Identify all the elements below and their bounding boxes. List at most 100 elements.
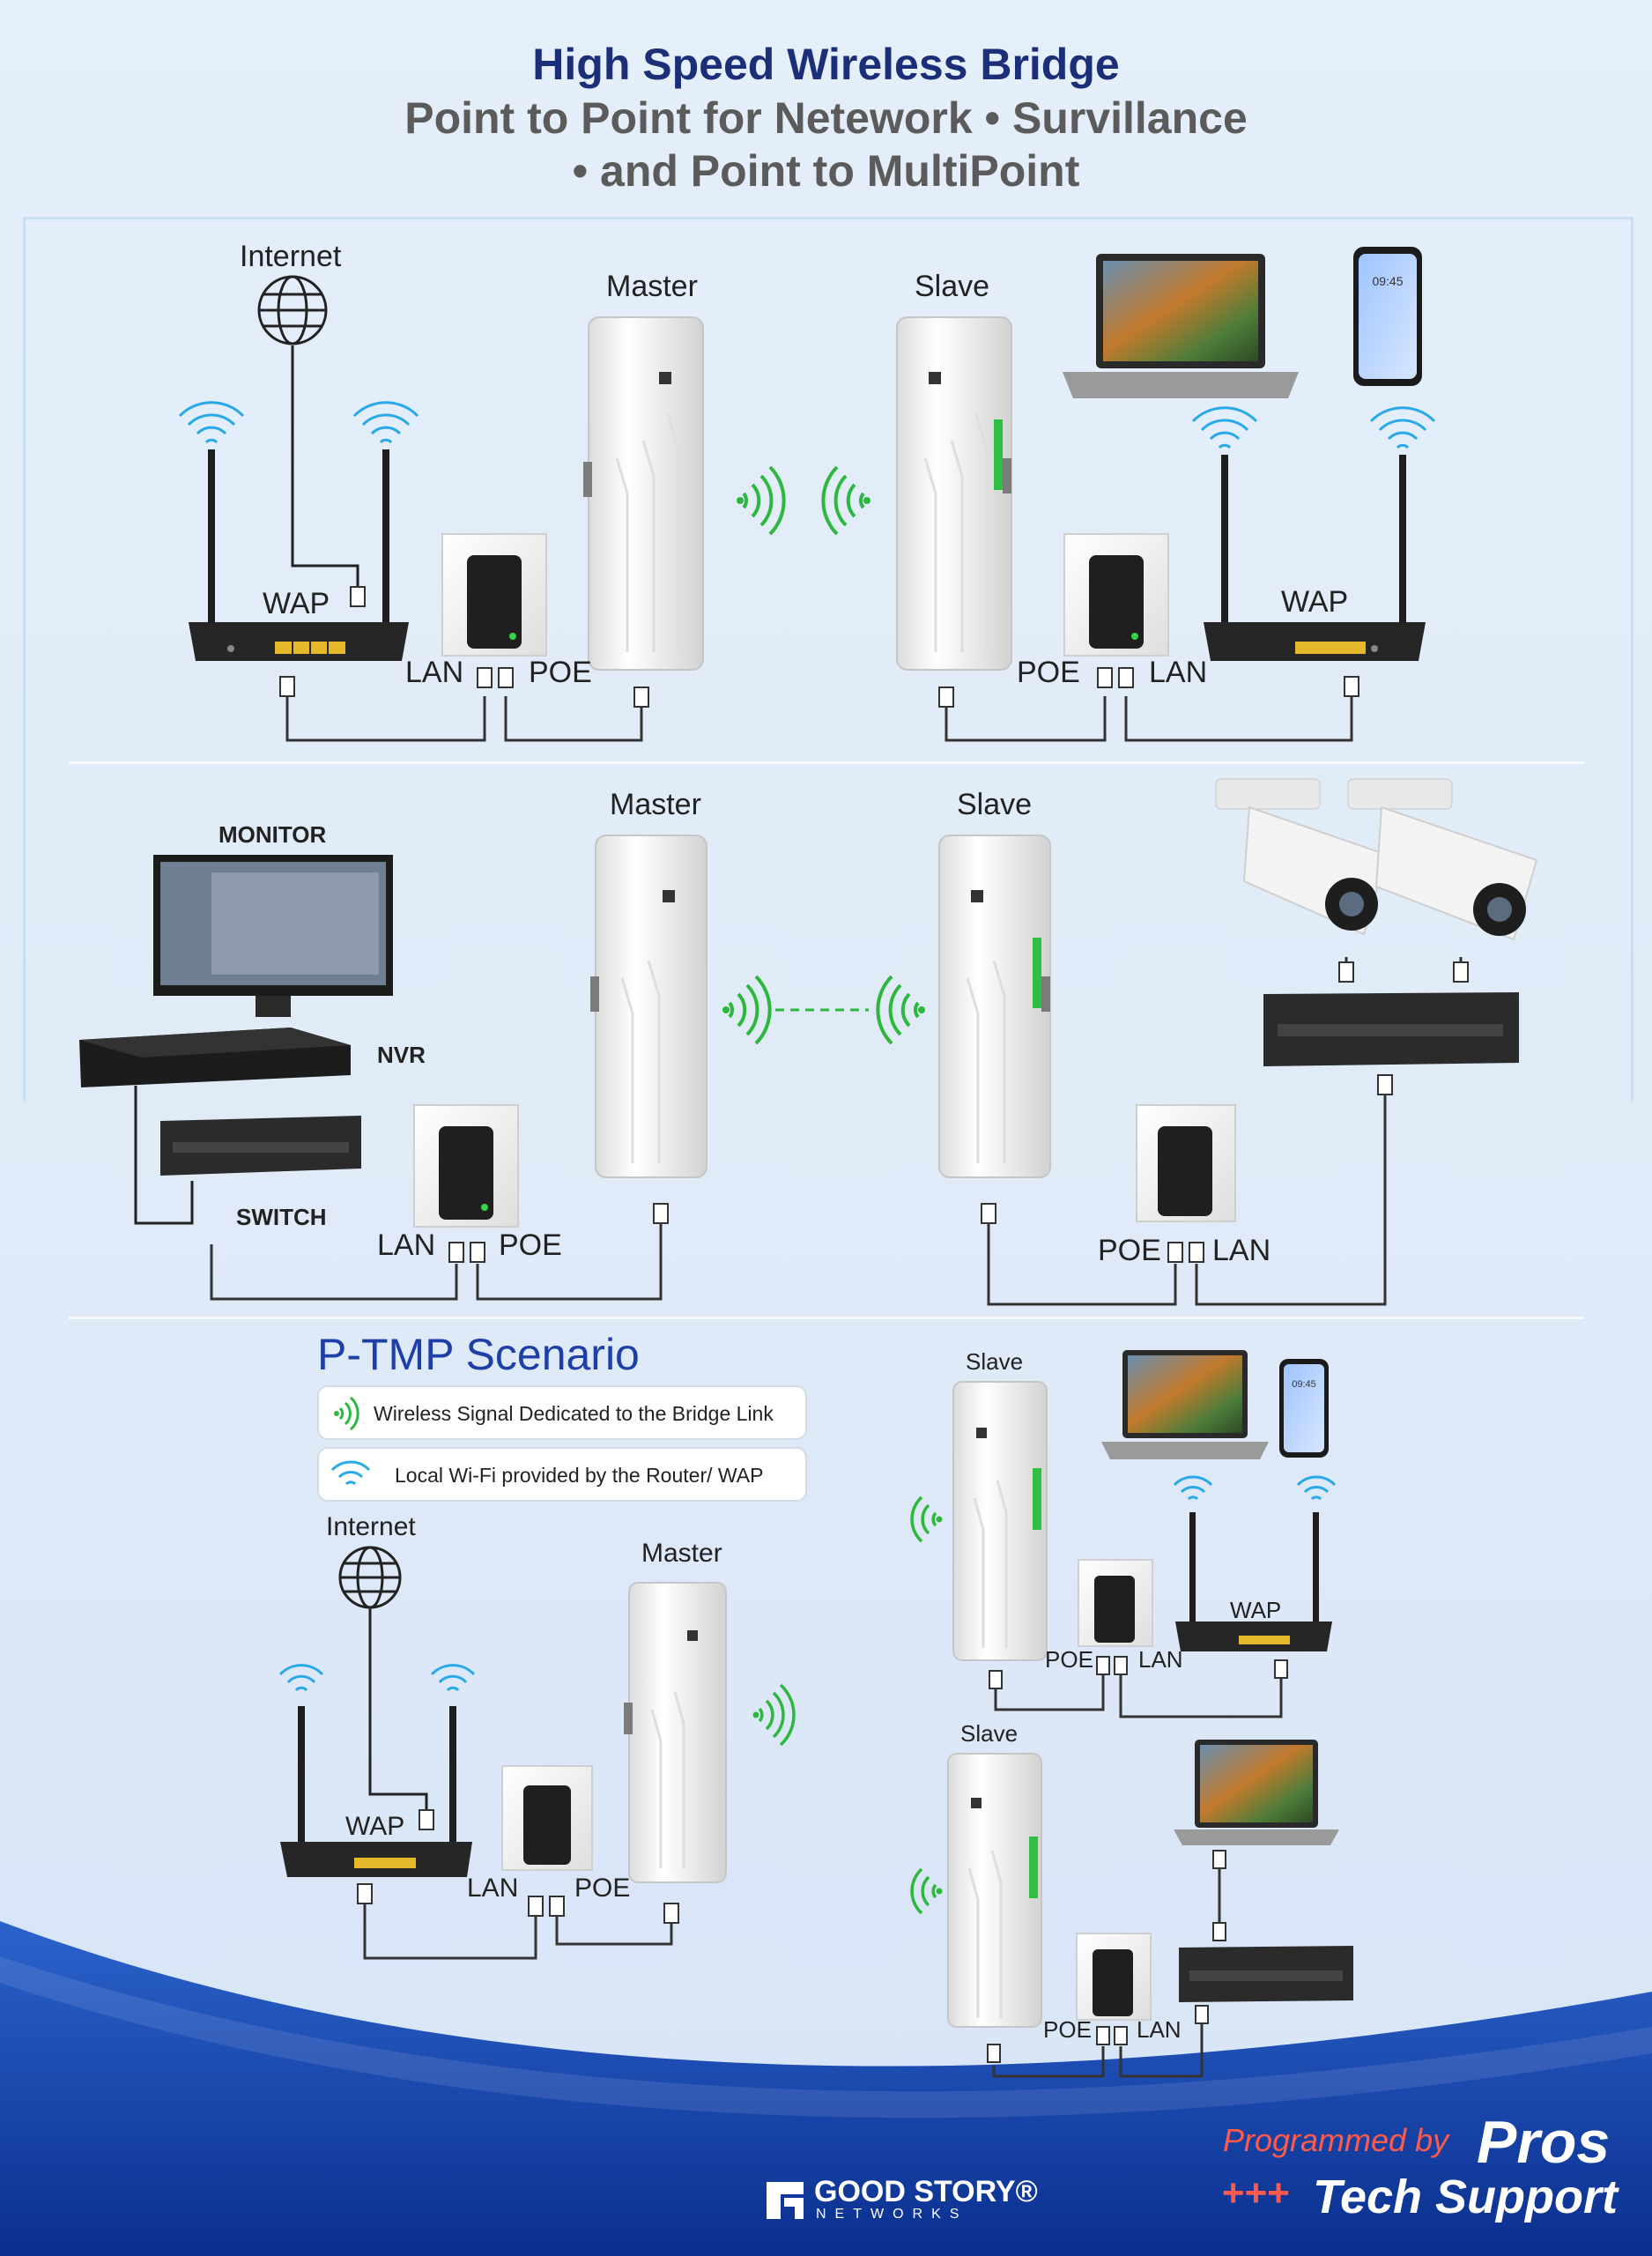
- label-nvr: NVR: [377, 1042, 426, 1068]
- brand-name: GOOD STORY®: [814, 2175, 1038, 2208]
- router-icon: [280, 1706, 472, 1877]
- globe-icon: [338, 1546, 402, 1609]
- wifi-icon: [330, 1460, 371, 1486]
- label-poe: POE: [529, 656, 592, 689]
- wifi-icon: [1369, 406, 1436, 449]
- label-poe: POE: [574, 1874, 631, 1903]
- subtitle-line-1: Point to Point for Netework • Survillanc…: [404, 93, 1248, 143]
- laptop-icon: [1063, 254, 1299, 398]
- bridge-slave-device: [938, 835, 1051, 1178]
- good-story-logo-icon: [767, 2182, 804, 2219]
- bridge-signal-icon: [737, 465, 786, 536]
- label-master: Master: [606, 270, 698, 303]
- poe-injector-icon: [413, 1104, 519, 1228]
- label-wap: WAP: [1230, 1597, 1282, 1623]
- monitor-icon: [153, 855, 393, 1017]
- wifi-icon: [1191, 406, 1258, 449]
- phone-time: 09:45: [1372, 274, 1403, 288]
- wifi-icon: [1296, 1475, 1337, 1501]
- legend-bridge-signal: Wireless Signal Dedicated to the Bridge …: [317, 1385, 807, 1440]
- label-wap: WAP: [1281, 585, 1349, 619]
- switch-icon: [1179, 1946, 1353, 2002]
- label-poe: POE: [499, 1228, 562, 1262]
- label-lan: LAN: [1138, 1646, 1183, 1673]
- legend-bridge-text: Wireless Signal Dedicated to the Bridge …: [374, 1402, 774, 1425]
- pros-text: Pros: [1477, 2109, 1611, 2176]
- brand-logo: GOOD STORY® NETWORKS: [763, 2175, 1038, 2227]
- label-poe: POE: [1045, 1646, 1093, 1673]
- bridge-signal-icon: [821, 465, 870, 536]
- wifi-icon: [352, 401, 419, 444]
- wifi-icon: [1173, 1475, 1213, 1501]
- wifi-icon: [178, 401, 245, 444]
- camera-icon: [1347, 778, 1538, 941]
- phone-time: 09:45: [1292, 1379, 1316, 1390]
- poe-injector-icon: [441, 533, 547, 657]
- label-lan: LAN: [405, 656, 464, 689]
- cable-lines: [363, 1904, 673, 1960]
- poe-injector-icon: [1136, 1104, 1236, 1222]
- label-internet: Internet: [240, 240, 342, 273]
- switch-icon: [1263, 992, 1519, 1066]
- bridge-master-device: [624, 1582, 727, 1883]
- router-icon: [1204, 455, 1426, 661]
- bridge-signal-icon: [752, 1683, 796, 1747]
- bridge-signal-icon: [910, 1867, 943, 1915]
- rj45-connectors: [989, 1656, 1288, 1689]
- diagram-frame: [23, 217, 1633, 1101]
- label-lan: LAN: [377, 1228, 436, 1262]
- laptop-icon: [1174, 1740, 1339, 1845]
- label-lan: LAN: [467, 1874, 519, 1903]
- poe-injector-icon: [1078, 1559, 1153, 1647]
- plus-text: +++: [1221, 2171, 1290, 2215]
- programmed-by-text: Programmed by: [1223, 2122, 1449, 2158]
- rj45-connectors: [279, 667, 1359, 708]
- bridge-slave-device: [896, 316, 1012, 671]
- label-wap: WAP: [263, 587, 330, 620]
- label-lan: LAN: [1212, 1234, 1271, 1267]
- phone-icon: [1353, 247, 1422, 386]
- label-slave: Slave: [960, 1720, 1019, 1747]
- section-divider-1: [69, 761, 1584, 764]
- tech-support-text: Tech Support: [1313, 2171, 1618, 2223]
- rj45-connectors: [357, 1809, 679, 1924]
- poe-injector-icon: [1076, 1933, 1152, 2021]
- label-internet: Internet: [326, 1512, 416, 1541]
- bridge-signal-icon: [722, 975, 772, 1045]
- rj45-connectors: [448, 961, 1469, 1263]
- label-switch: SWITCH: [236, 1204, 327, 1230]
- label-monitor: MONITOR: [219, 821, 327, 848]
- page-subtitle: Point to Point for Netework • Survillanc…: [0, 92, 1652, 197]
- ptmp-title: P-TMP Scenario: [317, 1330, 640, 1379]
- poe-injector-icon: [1063, 533, 1169, 657]
- poe-injector-icon: [501, 1765, 593, 1871]
- bridge-slave-device: [952, 1381, 1048, 1661]
- label-wap: WAP: [345, 1812, 405, 1841]
- cable-lines: [994, 1674, 1283, 1718]
- brand-subtitle: NETWORKS: [816, 2207, 968, 2222]
- laptop-icon: [1101, 1350, 1269, 1459]
- cable-lines: [285, 696, 1353, 742]
- bridge-signal-icon: [876, 975, 925, 1045]
- section-divider-2: [69, 1317, 1584, 1319]
- wifi-icon: [278, 1664, 324, 1692]
- label-master: Master: [610, 788, 701, 821]
- router-icon: [189, 449, 409, 661]
- legend-wifi-text: Local Wi-Fi provided by the Router/ WAP: [395, 1464, 764, 1487]
- phone-icon: [1279, 1359, 1329, 1458]
- wifi-icon: [430, 1664, 476, 1692]
- page-title: High Speed Wireless Bridge: [532, 40, 1120, 89]
- bridge-master-device: [583, 316, 704, 671]
- rj45-connectors: [987, 1850, 1226, 2063]
- label-lan: LAN: [1149, 656, 1208, 689]
- label-lan: LAN: [1137, 2016, 1182, 2043]
- legend-wifi: Local Wi-Fi provided by the Router/ WAP: [317, 1447, 807, 1502]
- router-icon: [1175, 1512, 1332, 1651]
- label-slave: Slave: [966, 1348, 1024, 1375]
- globe-icon: [257, 275, 328, 345]
- bridge-signal-icon: [334, 1396, 359, 1431]
- bridge-signal-icon: [910, 1495, 943, 1543]
- label-poe: POE: [1043, 2016, 1092, 2043]
